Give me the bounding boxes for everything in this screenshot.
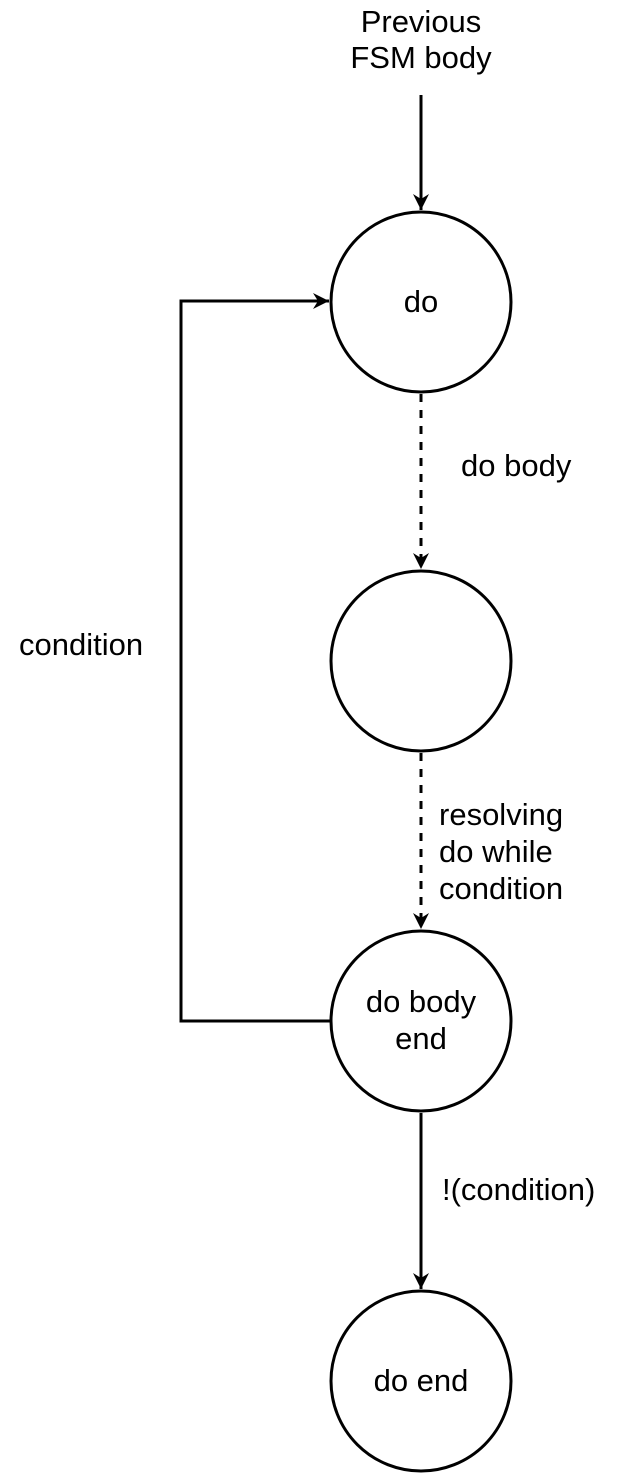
state-do-body-end-label-line-2: end xyxy=(395,1021,447,1056)
edge-resolving-label-line-3: condition xyxy=(439,871,564,906)
state-do xyxy=(329,210,513,394)
edge-not-condition-label: !(condition) xyxy=(442,1172,595,1208)
edge-do-body-label-line-1: do body xyxy=(461,448,572,483)
state-do-label: do xyxy=(331,283,511,320)
state-empty xyxy=(329,569,513,753)
state-do-body-end-label-line-1: do body xyxy=(365,984,477,1019)
state-do-end-label: do end xyxy=(331,1362,511,1399)
edge-resolving-label: resolving do while condition xyxy=(439,796,563,907)
edge-do-body-end-to-do xyxy=(179,293,331,1023)
start-label-line-2: FSM body xyxy=(350,40,492,75)
state-do-label-line-1: do xyxy=(403,284,439,319)
state-do-body-end xyxy=(329,929,513,1113)
edge-condition-label-line-1: condition xyxy=(19,627,144,662)
start-label: Previous FSM body xyxy=(321,4,521,76)
state-do-end xyxy=(329,1289,513,1473)
start-label-line-1: Previous xyxy=(360,4,482,39)
edge-resolving-label-line-2: do while xyxy=(439,834,553,869)
edge-do-body-label: do body xyxy=(461,448,571,484)
edge-resolving-label-line-1: resolving xyxy=(439,797,564,832)
edge-not-condition-label-line-1: !(condition) xyxy=(442,1172,596,1207)
state-do-body-end-label: do body end xyxy=(331,983,511,1057)
state-do-end-label-line-1: do end xyxy=(373,1363,469,1398)
edge-condition-label: condition xyxy=(19,627,143,663)
